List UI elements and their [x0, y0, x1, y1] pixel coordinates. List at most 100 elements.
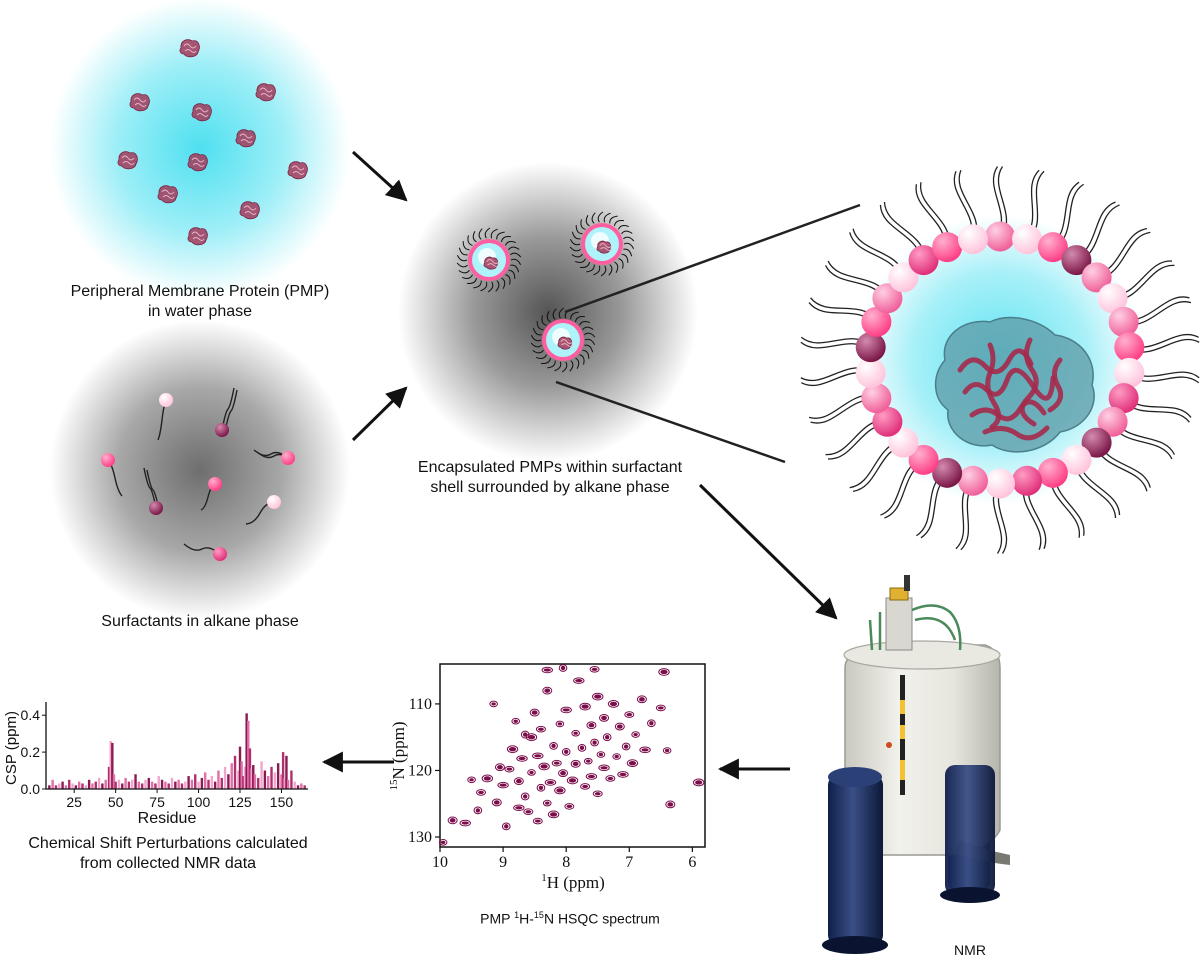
hsqc-peak — [506, 767, 513, 771]
protein-blob — [129, 93, 150, 112]
hsqc-ytick-label: 110 — [409, 696, 432, 713]
hsqc-peak-contour — [438, 839, 448, 846]
protein-icon — [187, 153, 208, 172]
protein-detail — [486, 259, 500, 268]
hsqc-peak — [522, 794, 528, 799]
mini-micelle — [456, 227, 522, 293]
protein-detail — [291, 165, 305, 175]
hsqc-peak — [619, 772, 627, 777]
hsqc-xtick-label: 7 — [625, 854, 633, 871]
ribbon-strand — [1047, 357, 1064, 413]
hsqc-peak-contour — [538, 762, 550, 771]
csp-bar — [111, 742, 114, 789]
mini-micelle-tail — [569, 238, 581, 246]
csp-ytick-label: 0.4 — [21, 707, 41, 723]
ribbon-strand — [969, 399, 1047, 422]
protein-ribbon — [957, 337, 1064, 441]
csp-bar — [223, 766, 227, 789]
caption-hsqc-line: PMP 1H-15N HSQC spectrum — [400, 905, 740, 929]
hsqc-ytick-label: 130 — [408, 829, 432, 846]
csp-bar — [64, 785, 68, 789]
csp-bar — [140, 783, 144, 789]
magnet-foot-right — [940, 887, 1000, 903]
hsqc-peak — [566, 804, 573, 809]
csp-xtick-label: 150 — [270, 794, 294, 810]
hsqc-peak — [518, 756, 526, 761]
hsqc-peak-contour — [605, 775, 616, 782]
surfactant-head — [208, 477, 222, 491]
mini-micelle-tail — [495, 280, 500, 292]
surfactant-molecule — [200, 477, 222, 511]
hsqc-ytick-label: 120 — [408, 762, 432, 779]
protein-icon — [157, 185, 178, 204]
mini-micelle-tail — [510, 258, 522, 266]
micelle-headgroup — [888, 262, 919, 293]
alkane-phase-panel — [50, 320, 350, 620]
mini-micelle-tail — [472, 231, 477, 243]
hsqc-peak-contour — [639, 746, 651, 754]
hsqc-peak — [601, 715, 607, 721]
mini-micelle-tail — [585, 215, 590, 227]
hsqc-peak-contour — [473, 806, 483, 815]
csp-bar — [300, 783, 303, 789]
surfactant-head — [159, 393, 173, 407]
zoom-line-top — [564, 203, 861, 314]
mini-micelle-tail — [456, 254, 468, 262]
hsqc-peak-contour — [476, 789, 487, 796]
hsqc-peak-contour — [592, 790, 603, 798]
csp-xtick-label: 50 — [108, 794, 124, 810]
magnet-top-cap — [843, 640, 1001, 670]
micelle-headgroup — [861, 383, 892, 414]
mini-micelle-tail — [593, 265, 601, 276]
caption-nmr-line: NMR — [954, 942, 986, 958]
hsqc-peak — [609, 701, 618, 707]
hsqc-peak — [543, 668, 551, 672]
hsqc-xtick-label: 9 — [499, 854, 507, 871]
csp-bar — [260, 761, 263, 789]
mini-micelle-tail — [458, 269, 470, 274]
magnet-leg-front-left — [828, 775, 883, 945]
micelle-headgroup — [872, 283, 903, 314]
hsqc-caption-sup1: 1 — [514, 910, 520, 920]
mini-micelle-tail — [609, 215, 618, 224]
hsqc-peak-contour — [590, 738, 599, 747]
csp-bar — [114, 781, 117, 789]
csp-bar — [137, 781, 141, 789]
hsqc-peak-contour — [536, 783, 546, 792]
csp-bar — [101, 783, 104, 789]
surfactant-headgroups — [855, 221, 1145, 499]
csp-bar — [286, 779, 290, 789]
micelle-headgroup — [908, 245, 939, 276]
mini-micelle-tail — [561, 361, 568, 373]
micelle-headgroup — [1097, 283, 1128, 314]
ribbon-strand — [1019, 337, 1039, 427]
hsqc-peak-contour — [535, 725, 546, 733]
hsqc-peak-contour — [662, 747, 672, 754]
hsqc-peak — [491, 702, 496, 706]
mini-micelle-tail — [508, 246, 520, 251]
hsqc-peak-contour — [513, 804, 525, 812]
csp-bar — [197, 781, 200, 789]
csp-bar — [107, 766, 111, 789]
mini-micelle-tail — [532, 349, 544, 354]
csp-bar — [243, 766, 247, 789]
mini-micelle-tail — [614, 261, 619, 273]
magnet-tower — [885, 597, 913, 651]
csp-bar — [81, 783, 84, 789]
caption-csp-line1: Chemical Shift Perturbations calculated — [28, 835, 308, 852]
hsqc-peak-contour — [532, 752, 544, 760]
hsqc-peak-contour — [520, 730, 530, 739]
hsqc-peak — [540, 764, 548, 769]
magnet-indicator — [886, 742, 892, 748]
hsqc-peak — [626, 712, 633, 717]
hsqc-peak-contour — [549, 741, 558, 750]
csp-ylabel: CSP (ppm) — [3, 711, 20, 785]
csp-bar — [248, 748, 252, 789]
csp-bar — [144, 779, 147, 789]
micelle-headgroup — [1097, 406, 1128, 437]
hsqc-peak-contour — [560, 706, 572, 714]
mini-micelle-tail — [458, 247, 468, 256]
surfactant-tail — [183, 543, 221, 555]
hsqc-peak-contour — [555, 720, 565, 728]
